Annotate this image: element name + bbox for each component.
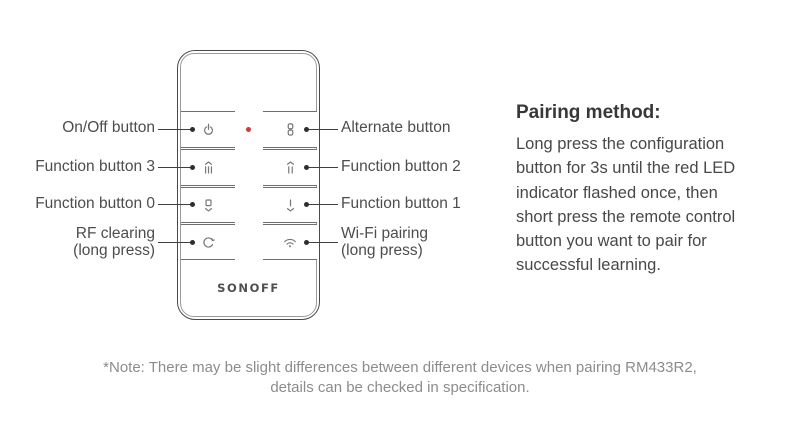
callout-line xyxy=(305,204,338,205)
pairing-method-section: Pairing method: Long press the configura… xyxy=(516,102,788,278)
callout-dot xyxy=(304,165,309,170)
label-function-button-0: Function button 0 xyxy=(35,195,155,212)
rf-clearing-icon xyxy=(202,236,215,248)
label-alternate-button: Alternate button xyxy=(341,119,451,136)
label-rf-clearing: RF clearing (long press) xyxy=(73,225,155,259)
alternate-icon xyxy=(287,123,293,136)
function-3-icon xyxy=(204,161,212,174)
callout-line xyxy=(305,167,338,168)
rf-clearing-key xyxy=(181,224,235,260)
function-0-icon xyxy=(204,198,212,212)
callout-dot xyxy=(190,240,195,245)
callout-line xyxy=(305,242,338,243)
function-1-key xyxy=(263,187,317,223)
callout-dot xyxy=(190,165,195,170)
callout-line xyxy=(158,167,195,168)
callout-line xyxy=(305,129,338,130)
label-function-button-2: Function button 2 xyxy=(341,158,461,175)
callout-dot xyxy=(190,202,195,207)
label-function-button-3: Function button 3 xyxy=(35,158,155,175)
pairing-method-body: Long press the configuration button for … xyxy=(516,135,736,275)
callout-dot xyxy=(304,240,309,245)
callout-line xyxy=(158,204,195,205)
callout-dot xyxy=(304,127,309,132)
pairing-method-title: Pairing method: xyxy=(516,102,661,123)
power-icon xyxy=(203,123,213,135)
label-on-off-button: On/Off button xyxy=(62,119,155,136)
footnote: *Note: There may be slight differences b… xyxy=(103,359,697,396)
label-wifi-pairing: Wi-Fi pairing (long press) xyxy=(341,225,428,259)
callout-dot xyxy=(190,127,195,132)
label-function-button-1: Function button 1 xyxy=(341,195,461,212)
callout-line xyxy=(158,129,195,130)
wifi-icon xyxy=(284,238,296,247)
led-indicator xyxy=(246,127,251,132)
callout-dot xyxy=(304,202,309,207)
sonoff-logo: SONOFF xyxy=(217,281,280,295)
function-2-key xyxy=(263,149,317,186)
function-2-icon xyxy=(286,161,294,174)
function-1-icon xyxy=(286,198,294,212)
callout-line xyxy=(158,242,195,243)
